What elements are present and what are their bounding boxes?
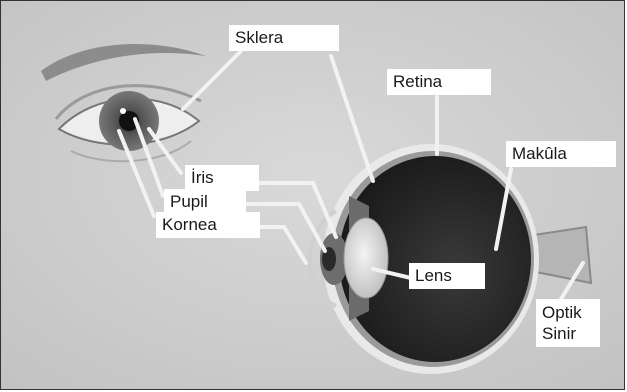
label-retina: Retina [387,69,491,95]
label-makula: Makûla [506,141,616,167]
label-optik-line2: Sinir [542,323,594,344]
label-optik-sinir: Optik Sinir [536,299,600,347]
label-lens: Lens [409,263,485,289]
section-lens [344,218,388,298]
label-sklera: Sklera [229,25,339,51]
label-iris: İris [185,165,259,191]
label-optik-line1: Optik [542,302,594,323]
eye-highlight [120,108,126,114]
label-kornea: Kornea [156,212,260,238]
